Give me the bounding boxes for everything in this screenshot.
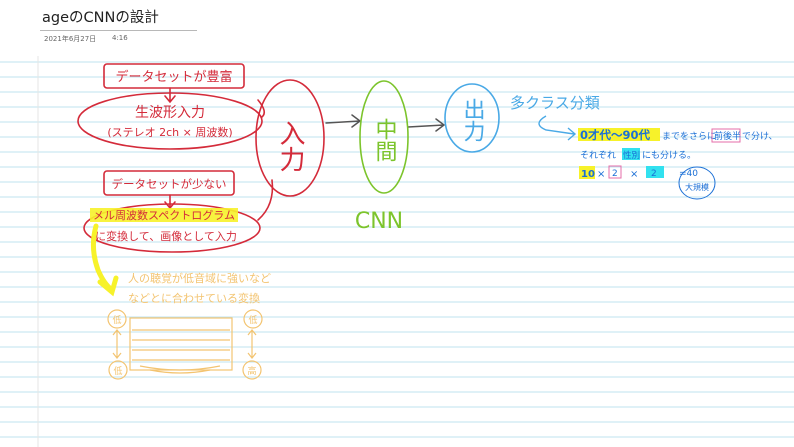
- hearing-line2-text: などとに合わせている変換: [128, 291, 260, 305]
- arrow-middle-to-output: [407, 118, 446, 132]
- corner-bl-circle: [108, 360, 128, 380]
- calc-eq-text: =40: [679, 169, 698, 179]
- down-arrow-1: [164, 87, 176, 104]
- also-split-text: にも分ける。: [642, 150, 696, 161]
- data-scarce-text: データセットが少ない: [112, 177, 227, 191]
- mel-highlight: [90, 208, 238, 222]
- corner-tl-text: 低: [112, 314, 121, 326]
- corner-tr-text: 低: [248, 314, 257, 326]
- calc-2a-box: [608, 165, 622, 179]
- data-rich-box: [103, 63, 245, 89]
- corner-bl-text: 低: [113, 365, 122, 377]
- output-label-text: 出力: [460, 98, 485, 142]
- connector-bottom: [257, 179, 274, 221]
- middle-oval: [359, 80, 409, 194]
- data-rich-text: データセットが豊富: [115, 69, 232, 85]
- cnn-label-text: CNN: [355, 209, 403, 234]
- calc-times-1-text: ×: [597, 169, 605, 180]
- yellow-arrow: [90, 223, 119, 297]
- calc-big-circle: [678, 166, 716, 200]
- input-circle: [255, 79, 325, 197]
- corner-br-circle: [242, 360, 262, 380]
- calc-times-2-text: ×: [630, 169, 638, 180]
- corner-tr-circle: [243, 309, 263, 329]
- convert-image-text: に変換して、画像として入力: [95, 229, 237, 243]
- page-date: 2021年6月27日: [44, 35, 97, 43]
- calc-2a-text: 2: [612, 169, 618, 179]
- ruled-lines: [0, 61, 794, 438]
- age-highlight: [578, 128, 660, 141]
- spectrum-sketch: [107, 309, 263, 380]
- corner-tl-circle: [107, 309, 127, 329]
- hearing-line1-text: 人の聴覚が低音域に強いなど: [128, 271, 271, 285]
- age-suffix-text: までをさらに: [662, 131, 716, 142]
- page-header: ageのCNNの設計 2021年6月27日 4:16: [0, 0, 794, 56]
- mel-oval: [83, 203, 261, 253]
- arrows-group: [325, 114, 446, 132]
- connector-top: [257, 99, 266, 118]
- calc-10-text: 10: [581, 169, 595, 180]
- split-text: で分け、: [742, 131, 778, 142]
- arrow-input-to-middle: [325, 114, 362, 128]
- data-scarce-box: [103, 170, 235, 196]
- multiclass-bracket: [538, 115, 577, 141]
- output-oval: [444, 83, 500, 153]
- gender-text: 性別: [623, 150, 640, 161]
- gender-highlight: [622, 148, 640, 160]
- corner-br-text: 高: [247, 365, 256, 377]
- mel-text: メル周波数スペクトログラム: [93, 208, 235, 222]
- early-late-box: [711, 128, 741, 143]
- early-late-text: 前後半: [714, 130, 741, 142]
- multiclass-text: 多クラス分類: [510, 94, 600, 112]
- each-text: それぞれ: [580, 150, 616, 161]
- raw-wave-text: 生波形入力: [135, 105, 205, 121]
- calc-big-text: 大規模: [685, 182, 709, 192]
- middle-label-text: 中間: [372, 118, 397, 162]
- title-underline: [40, 30, 197, 31]
- red-ink-group: [77, 63, 325, 253]
- calc-10-highlight: [579, 166, 595, 179]
- page-time: 4:16: [112, 34, 128, 42]
- calc-2b-highlight: [646, 166, 664, 178]
- raw-wave-detail-text: (ステレオ 2ch × 周波数): [107, 126, 232, 139]
- input-label-text: 入力: [275, 120, 305, 172]
- page-title[interactable]: ageのCNNの設計: [42, 10, 159, 26]
- age-range-text: 0才代〜90代: [580, 128, 651, 142]
- calc-2b-text: 2: [651, 169, 657, 179]
